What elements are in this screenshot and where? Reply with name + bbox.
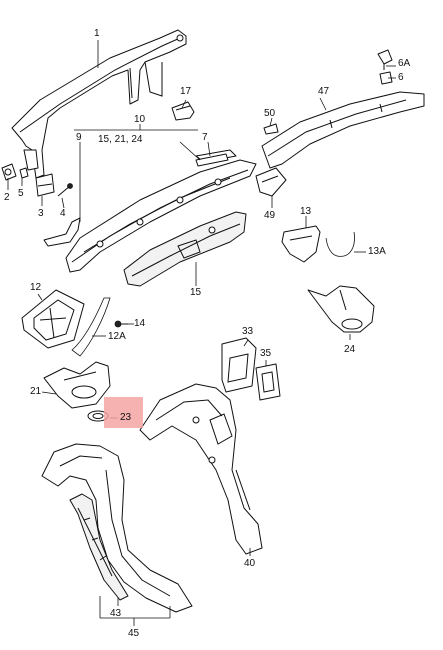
label-15: 15 bbox=[190, 287, 202, 298]
part-12-frame bbox=[21, 289, 85, 349]
part-12a-rod bbox=[71, 297, 111, 357]
part-9-bracket bbox=[43, 217, 81, 247]
label-12a: 12A bbox=[108, 331, 126, 342]
part-1-cross-member bbox=[11, 29, 187, 179]
part-24-bracket bbox=[307, 285, 375, 333]
label-6: 6 bbox=[398, 72, 404, 83]
highlight-box-23 bbox=[104, 397, 143, 428]
part-4-bolt bbox=[57, 183, 73, 197]
label-14: 14 bbox=[134, 318, 146, 329]
part-43-wheelhouse-liner bbox=[69, 493, 129, 601]
part-15-lower-panel bbox=[123, 211, 247, 287]
label-40: 40 bbox=[244, 558, 256, 569]
part-40-inner-wheelhouse bbox=[139, 383, 263, 555]
part-6a-clip bbox=[377, 49, 393, 70]
part-49-bracket bbox=[255, 167, 287, 197]
label-13a: 13A bbox=[368, 246, 386, 257]
label-9: 9 bbox=[76, 132, 82, 143]
part-45-outer-wheelhouse bbox=[41, 443, 193, 613]
label-47: 47 bbox=[318, 86, 330, 97]
label-3: 3 bbox=[38, 208, 44, 219]
label-23: 23 bbox=[120, 412, 132, 423]
label-13: 13 bbox=[300, 206, 312, 217]
label-1: 1 bbox=[94, 28, 100, 39]
part-2-clip bbox=[1, 163, 17, 181]
label-50: 50 bbox=[264, 108, 276, 119]
part-7-strip bbox=[195, 153, 229, 167]
part-21-bracket bbox=[43, 361, 111, 409]
label-49: 49 bbox=[264, 210, 276, 221]
label-10: 10 bbox=[134, 114, 146, 125]
label-5: 5 bbox=[18, 188, 24, 199]
label-24: 24 bbox=[344, 344, 356, 355]
label-43: 43 bbox=[110, 608, 122, 619]
part-13-bracket bbox=[281, 225, 321, 263]
label-45: 45 bbox=[128, 628, 140, 639]
label-33: 33 bbox=[242, 326, 254, 337]
label-35: 35 bbox=[260, 348, 272, 359]
part-6-clip bbox=[379, 71, 393, 85]
part-3-bracket bbox=[35, 173, 55, 197]
label-21: 21 bbox=[30, 386, 42, 397]
label-4: 4 bbox=[60, 208, 66, 219]
part-33-panel bbox=[221, 337, 257, 393]
part-50-clip bbox=[263, 123, 279, 135]
label-12: 12 bbox=[30, 282, 42, 293]
part-14-bolt bbox=[114, 320, 128, 328]
label-10-subparts: 15, 21, 24 bbox=[98, 134, 143, 145]
label-7: 7 bbox=[202, 132, 208, 143]
part-13a-clip bbox=[325, 231, 355, 257]
label-2: 2 bbox=[4, 192, 10, 203]
part-5-nut bbox=[19, 167, 29, 179]
label-6a: 6A bbox=[398, 58, 411, 69]
leader-lines bbox=[7, 40, 396, 626]
part-35-seal bbox=[255, 363, 281, 401]
label-17: 17 bbox=[180, 86, 192, 97]
part-47-rear-rail bbox=[261, 91, 425, 169]
part-17-clip bbox=[171, 101, 195, 121]
